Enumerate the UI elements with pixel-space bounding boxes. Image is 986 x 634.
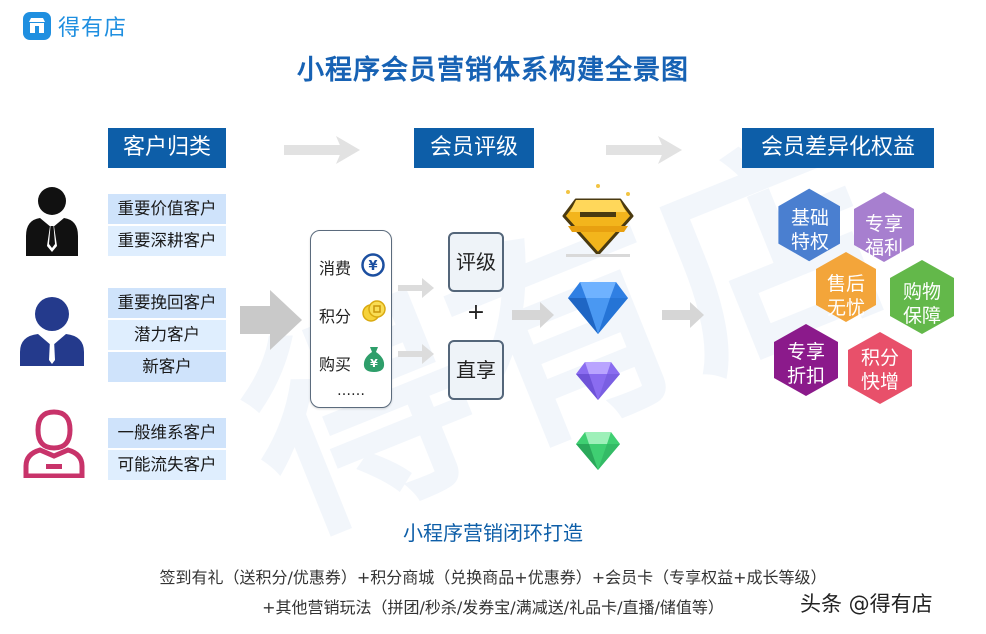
benefit-hex-text: 保障 [903,305,941,327]
money-bag-icon: ¥ [363,347,385,372]
benefit-hex-4: 购物 保障 [890,260,954,334]
loop-title: 小程序营销闭环打造 [403,521,583,545]
benefit-hex-6: 积分 快增 [848,332,912,404]
header-arrow-2-icon [606,136,682,164]
factor-label: 消费 [319,259,352,278]
benefit-arrow-icon [662,302,704,328]
loop-description-line-1: 签到有礼（送积分/优惠券）+积分商城（兑换商品+优惠券）+会员卡（专享权益+成长… [159,568,827,587]
svg-text:¥: ¥ [370,357,378,370]
benefit-hex-text: 无忧 [827,297,865,319]
store-logo-icon [23,12,51,40]
customer-tag: 重要深耕客户 [108,226,226,256]
user-outline-icon [23,409,85,478]
benefit-hex-text: 售后 [827,273,865,295]
rating-box: 评级 [448,232,504,292]
green-diamond-icon [576,432,620,470]
businessman-icon [26,187,78,256]
yuan-coin-icon: ¥ [361,253,385,277]
direct-box: 直享 [448,340,504,400]
benefit-hex-2: 专享 福利 [854,192,914,262]
small-arrow-icon [398,278,434,298]
gold-diamond-icon [562,184,634,257]
benefit-hex-text: 福利 [865,237,903,259]
benefit-hex-1: 基础 特权 [778,188,840,262]
factors-panel: 消费 ¥ 积分 购买 ¥ …… [310,230,392,408]
header-arrow-1-icon [284,136,360,164]
source-watermark: 头条 @得有店 [800,592,933,616]
tier-arrow-icon [512,302,554,328]
customer-tag: 潜力客户 [108,320,226,350]
benefit-hex-text: 专享 [787,341,825,363]
benefit-hex-text: 购物 [903,281,941,303]
section-header-classify: 客户归类 [108,128,226,168]
benefit-hex-text: 折扣 [787,365,825,387]
factor-label: 积分 [319,307,352,326]
benefit-hex-3: 售后 无忧 [816,252,876,322]
section-header-benefits: 会员差异化权益 [742,128,934,168]
flow-arrow-icon [240,290,302,350]
purple-diamond-icon [576,362,620,400]
customer-tag: 可能流失客户 [108,450,226,480]
plus-sign: + [466,300,486,325]
benefit-hex-text: 基础 [791,207,829,229]
page-title: 小程序会员营销体系构建全景图 [297,55,689,86]
blue-diamond-icon [568,282,628,334]
brand-name: 得有店 [58,16,128,41]
benefit-hex-5: 专享 折扣 [774,324,838,396]
customer-tag: 一般维系客户 [108,418,226,448]
customer-tag: 重要挽回客户 [108,288,226,318]
loop-description-line-2: +其他营销玩法（拼团/秒杀/发券宝/满减送/礼品卡/直播/储值等） [262,598,724,617]
customer-tag: 重要价值客户 [108,194,226,224]
benefit-hex-text: 专享 [865,213,903,235]
benefit-hex-text: 快增 [861,371,899,393]
benefit-hex-text: 特权 [791,231,829,253]
svg-text:¥: ¥ [368,259,377,274]
benefit-hex-text: 积分 [861,347,899,369]
factor-more: …… [337,383,365,399]
factor-label: 购买 [319,355,352,374]
brand-logo: 得有店 [22,10,127,42]
coins-icon [362,300,386,322]
small-arrow-icon [398,344,434,364]
benefits-hex-cluster: 基础 特权 专享 福利 售后 无忧 购物 保障 专享 折扣 积分 快增 [774,188,954,404]
section-header-rating: 会员评级 [414,128,534,168]
customer-tag: 新客户 [108,352,226,382]
user-icon [20,297,84,366]
